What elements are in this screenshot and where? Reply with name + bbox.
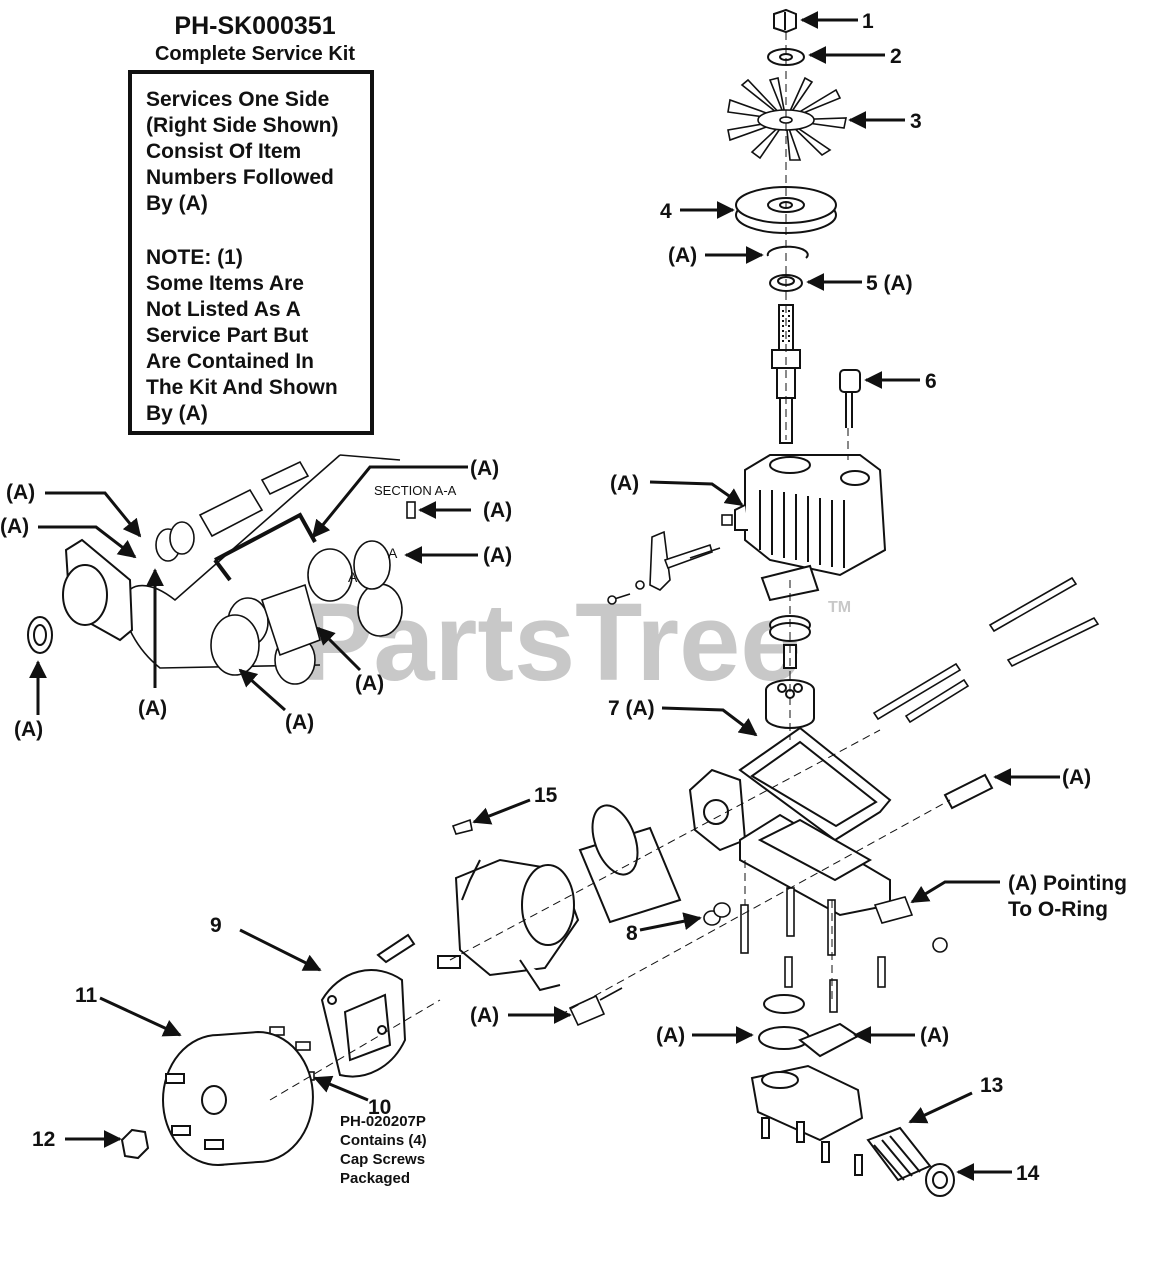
kit-note-line: Numbers Followed [146,166,334,189]
callout-label-a: (A) [0,515,29,538]
callout-label-8: 8 [626,922,638,945]
section-cut-mark: A [348,569,358,585]
callout-label-5: 5 (A) [866,272,913,295]
callout-label-a: (A) [470,1004,499,1027]
callout-label-a: (A) [483,544,512,567]
charge-pump-part [758,994,860,1058]
callout-label-12: 12 [32,1128,55,1151]
assembly-centerlines [269,32,951,1101]
item10-note-line: Cap Screws [340,1151,426,1168]
hub-flange-part [62,538,134,642]
kit-note-line: The Kit And Shown [146,376,338,399]
filter-cap-part [925,1163,955,1197]
callout-label-a: (A) [285,711,314,734]
cooling-fan-part [727,76,847,161]
callout-label-9: 9 [210,914,222,937]
key-part [451,818,473,835]
callout-label-14: 14 [1016,1162,1040,1185]
housing-bolts-part [872,576,1100,724]
dipstick-cap-part [839,369,861,428]
callout-label-a: (A) [668,244,697,267]
oil-filter-part [866,1126,932,1182]
axle-shaft-part [155,460,310,562]
brake-assembly-part [320,933,416,1078]
bracket-line [213,512,317,582]
kit-subtitle: Complete Service Kit [154,43,356,65]
callout-label-3: 3 [910,110,922,133]
section-a-a-label: SECTION A-A [374,483,457,498]
axle-seal-part [27,616,53,654]
callout-label-o-ring: To O-Ring [1008,898,1108,921]
section-detail-part [406,501,416,519]
callout-arrows [29,11,1060,1181]
callout-label-a: (A) [355,672,384,695]
bypass-valve-part [568,987,623,1027]
motor-cylinder-part [578,804,682,924]
callout-label-a: (A) [138,697,167,720]
callout-label-a: (A) [14,718,43,741]
callout-label-6: 6 [925,370,937,393]
dowel-pins-part [703,902,731,926]
callout-labels: 1 2 3 4 (A) 5 (A) 6 (A) (A) (A) (A) SECT… [0,10,1127,1185]
callout-label-4: 4 [660,200,672,223]
bypass-linkage-part [607,514,733,605]
filter-housing-part [750,1064,864,1176]
callout-label-a: (A) [656,1024,685,1047]
pump-housing-part [734,454,887,577]
kit-title: PH-SK000351 [174,12,336,40]
hub-nut-part [120,1128,150,1160]
callout-label-1: 1 [862,10,874,33]
kit-note-line: Some Items Are [146,272,304,295]
item10-note-line: PH-020207P [340,1113,426,1130]
callout-label-13: 13 [980,1074,1003,1097]
section-cut-mark: A [388,545,398,561]
callout-label-a: (A) [1062,766,1091,789]
motor-plate-part [210,540,403,685]
callout-label-a: (A) [483,499,512,522]
watermark-tm: TM [828,599,851,616]
kit-note-line: (Right Side Shown) [146,114,339,137]
callout-label-7: 7 (A) [608,697,655,720]
nut-part [773,8,797,34]
callout-label-10: 10 [368,1096,391,1119]
kit-note-line: Not Listed As A [146,298,301,321]
kit-note-line: Consist Of Item [146,140,302,163]
kit-note-line: Are Contained In [146,350,315,373]
kit-note-line: NOTE: (1) [146,246,243,269]
center-section-part [688,726,994,917]
kit-note-line: Service Part But [146,324,309,347]
retaining-ring-part [766,245,809,259]
item10-note-line: Contains (4) [340,1132,427,1149]
callout-label-a: (A) [920,1024,949,1047]
kit-notes-box [128,70,374,435]
kit-note-line: By (A) [146,192,208,215]
check-valve-part [873,896,948,953]
callout-label-2: 2 [890,45,902,68]
callout-label-a: (A) [6,481,35,504]
callout-label-15: 15 [534,784,558,807]
kit-note-line: By (A) [146,402,208,425]
callout-label-a: (A) [610,472,639,495]
callout-label-a-pointing: (A) Pointing [1008,872,1127,895]
item10-note-line: Packaged [340,1170,411,1187]
motor-housing-part [437,858,580,992]
kit-note-line: Services One Side [146,88,330,111]
wheel-hub-part [162,1030,314,1166]
callout-label-11: 11 [75,984,98,1007]
callout-label-a: (A) [470,457,499,480]
input-shaft-part [771,304,801,444]
